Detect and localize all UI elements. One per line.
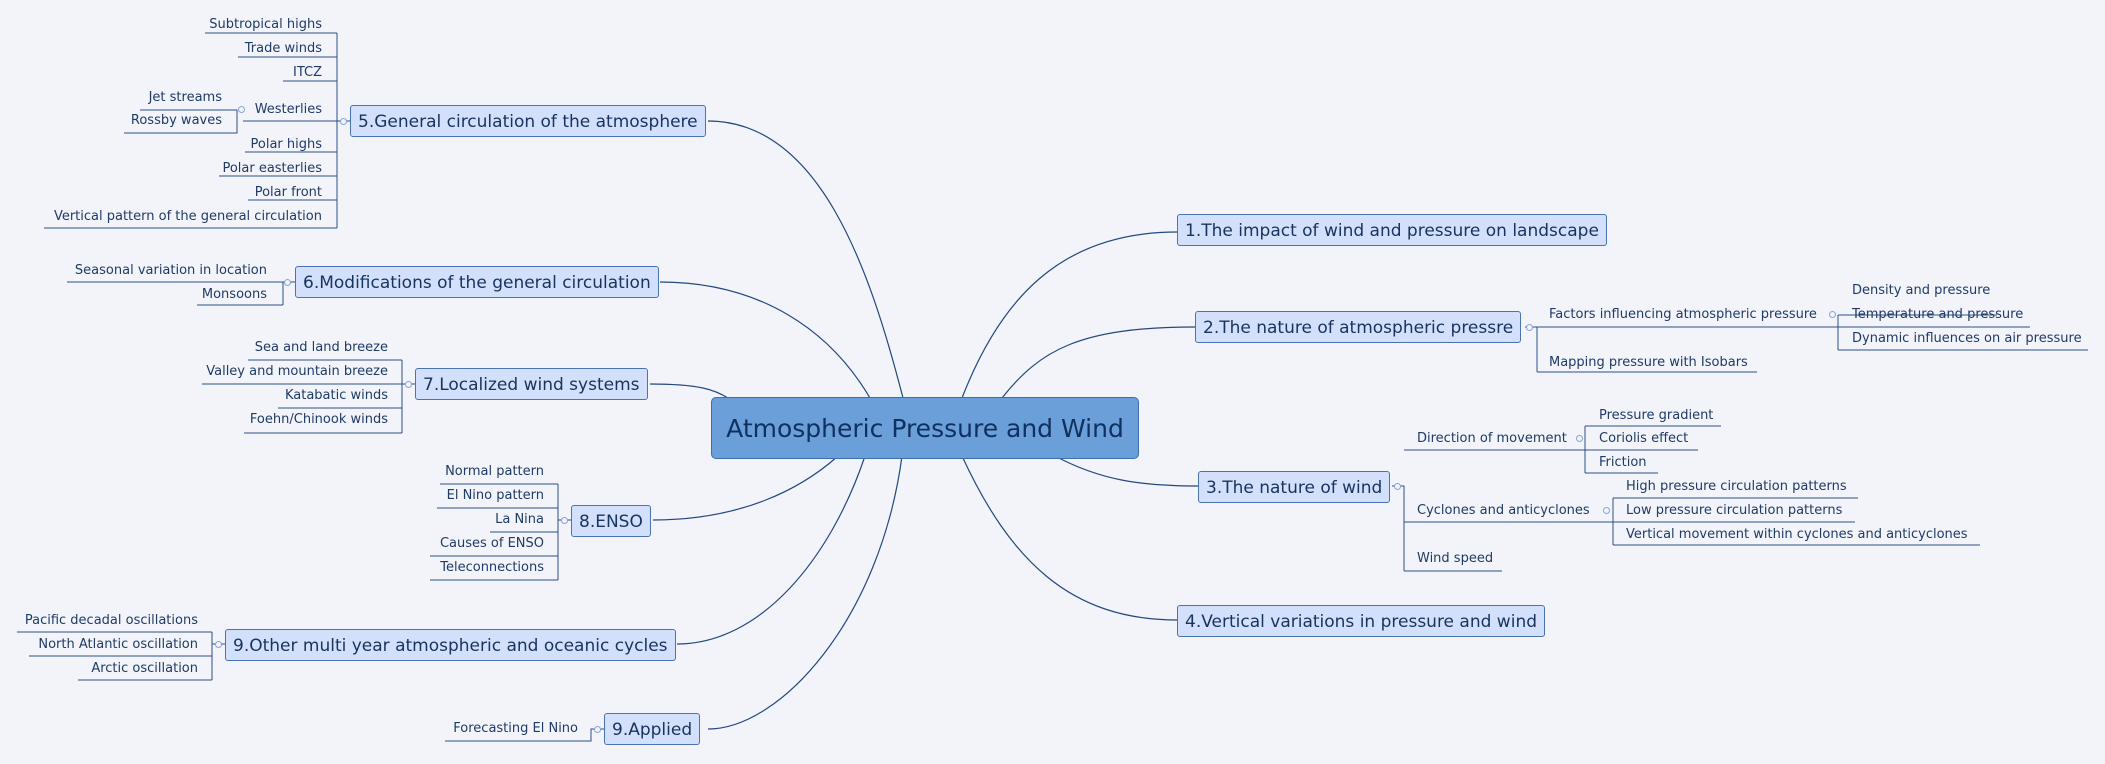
- connector-t5: [707, 120, 904, 399]
- connector-t3: [1054, 455, 1199, 487]
- connector-t6: [659, 281, 871, 399]
- collapse-icon[interactable]: [340, 118, 347, 125]
- leaf-normal-pattern[interactable]: Normal pattern: [445, 464, 544, 479]
- topic-3[interactable]: 3.The nature of wind: [1198, 471, 1391, 503]
- connector-t2: [1001, 326, 1196, 399]
- leaf-high-pressure[interactable]: High pressure circulation patterns: [1626, 479, 1847, 494]
- collapse-icon[interactable]: [405, 381, 412, 388]
- leaf-pressure-gradient[interactable]: Pressure gradient: [1599, 408, 1714, 423]
- topic-2[interactable]: 2.The nature of atmospheric pressre: [1195, 311, 1522, 343]
- collapse-icon[interactable]: [1603, 507, 1610, 514]
- topic-4[interactable]: 4.Vertical variations in pressure and wi…: [1177, 605, 1546, 637]
- topic-8[interactable]: 8.ENSO: [571, 505, 651, 537]
- connector-t4: [961, 455, 1178, 621]
- collapse-icon[interactable]: [1394, 483, 1401, 490]
- subtopic-speed[interactable]: Wind speed: [1417, 551, 1494, 566]
- collapse-icon[interactable]: [1576, 435, 1583, 442]
- leaf-foehn[interactable]: Foehn/Chinook winds: [249, 412, 388, 427]
- leaf-north-atlantic[interactable]: North Atlantic oscillation: [38, 637, 198, 652]
- leaf-low-pressure[interactable]: Low pressure circulation patterns: [1626, 503, 1843, 518]
- subtopic-mapping[interactable]: Mapping pressure with Isobars: [1549, 355, 1748, 370]
- topic-6[interactable]: 6.Modifications of the general circulati…: [295, 266, 659, 298]
- topic-7[interactable]: 7.Localized wind systems: [415, 368, 648, 400]
- leaf-katabatic[interactable]: Katabatic winds: [284, 388, 388, 403]
- leaf-trade-winds[interactable]: Trade winds: [244, 41, 322, 56]
- leaf-density[interactable]: Density and pressure: [1852, 283, 1991, 298]
- central-topic[interactable]: Atmospheric Pressure and Wind: [711, 397, 1139, 459]
- connector-t7: [649, 383, 729, 399]
- leaf-vertical-movement[interactable]: Vertical movement within cyclones and an…: [1626, 527, 1968, 542]
- collapse-icon[interactable]: [1526, 324, 1533, 331]
- leaf-arctic[interactable]: Arctic oscillation: [91, 661, 198, 676]
- leaf-rossby-waves[interactable]: Rossby waves: [130, 113, 222, 128]
- topic-10[interactable]: 9.Applied: [604, 713, 701, 745]
- collapse-icon[interactable]: [1829, 311, 1836, 318]
- leaf-subtropical-highs[interactable]: Subtropical highs: [209, 17, 322, 32]
- collapse-icon[interactable]: [215, 641, 222, 648]
- connector-t1: [961, 231, 1178, 399]
- connector-t10: [707, 455, 903, 730]
- leaf-vertical-pattern[interactable]: Vertical pattern of the general circulat…: [53, 209, 322, 224]
- leaf-seasonal-variation[interactable]: Seasonal variation in location: [74, 263, 267, 278]
- leaf-dynamic[interactable]: Dynamic influences on air pressure: [1852, 331, 2082, 346]
- subtopic-cyclones[interactable]: Cyclones and anticyclones: [1417, 503, 1590, 518]
- collapse-icon[interactable]: [238, 106, 245, 113]
- topic-9[interactable]: 9.Other multi year atmospheric and ocean…: [225, 629, 676, 661]
- collapse-icon[interactable]: [561, 517, 568, 524]
- leaf-polar-highs[interactable]: Polar highs: [250, 137, 323, 152]
- leaf-coriolis[interactable]: Coriolis effect: [1599, 431, 1689, 446]
- leaf-causes-enso[interactable]: Causes of ENSO: [439, 536, 544, 551]
- leaf-el-nino-pattern[interactable]: El Nino pattern: [446, 488, 544, 503]
- leaf-westerlies[interactable]: Westerlies: [254, 102, 322, 117]
- leaf-friction[interactable]: Friction: [1599, 455, 1647, 470]
- connector-t9: [676, 455, 866, 645]
- topic-5[interactable]: 5.General circulation of the atmosphere: [350, 105, 706, 137]
- connector-t8: [652, 455, 839, 521]
- leaf-polar-easterlies[interactable]: Polar easterlies: [222, 161, 322, 176]
- leaf-teleconnections[interactable]: Teleconnections: [440, 560, 544, 575]
- subtopic-factors[interactable]: Factors influencing atmospheric pressure: [1549, 307, 1817, 322]
- leaf-itcz[interactable]: ITCZ: [293, 65, 322, 80]
- leaf-monsoons[interactable]: Monsoons: [201, 287, 267, 302]
- leaf-polar-front[interactable]: Polar front: [254, 185, 322, 200]
- leaf-temperature[interactable]: Temperature and pressure: [1852, 307, 2024, 322]
- collapse-icon[interactable]: [284, 279, 291, 286]
- leaf-pacific-decadal[interactable]: Pacific decadal oscillations: [24, 613, 198, 628]
- collapse-icon[interactable]: [594, 726, 601, 733]
- leaf-valley-mountain-breeze[interactable]: Valley and mountain breeze: [206, 364, 388, 379]
- leaf-jet-streams[interactable]: Jet streams: [148, 90, 222, 105]
- leaf-sea-land-breeze[interactable]: Sea and land breeze: [254, 340, 388, 355]
- topic-1[interactable]: 1.The impact of wind and pressure on lan…: [1177, 214, 1607, 246]
- subtopic-direction[interactable]: Direction of movement: [1417, 431, 1567, 446]
- leaf-la-nina[interactable]: La Nina: [495, 512, 544, 527]
- leaf-forecasting-el-nino[interactable]: Forecasting El Nino: [453, 721, 578, 736]
